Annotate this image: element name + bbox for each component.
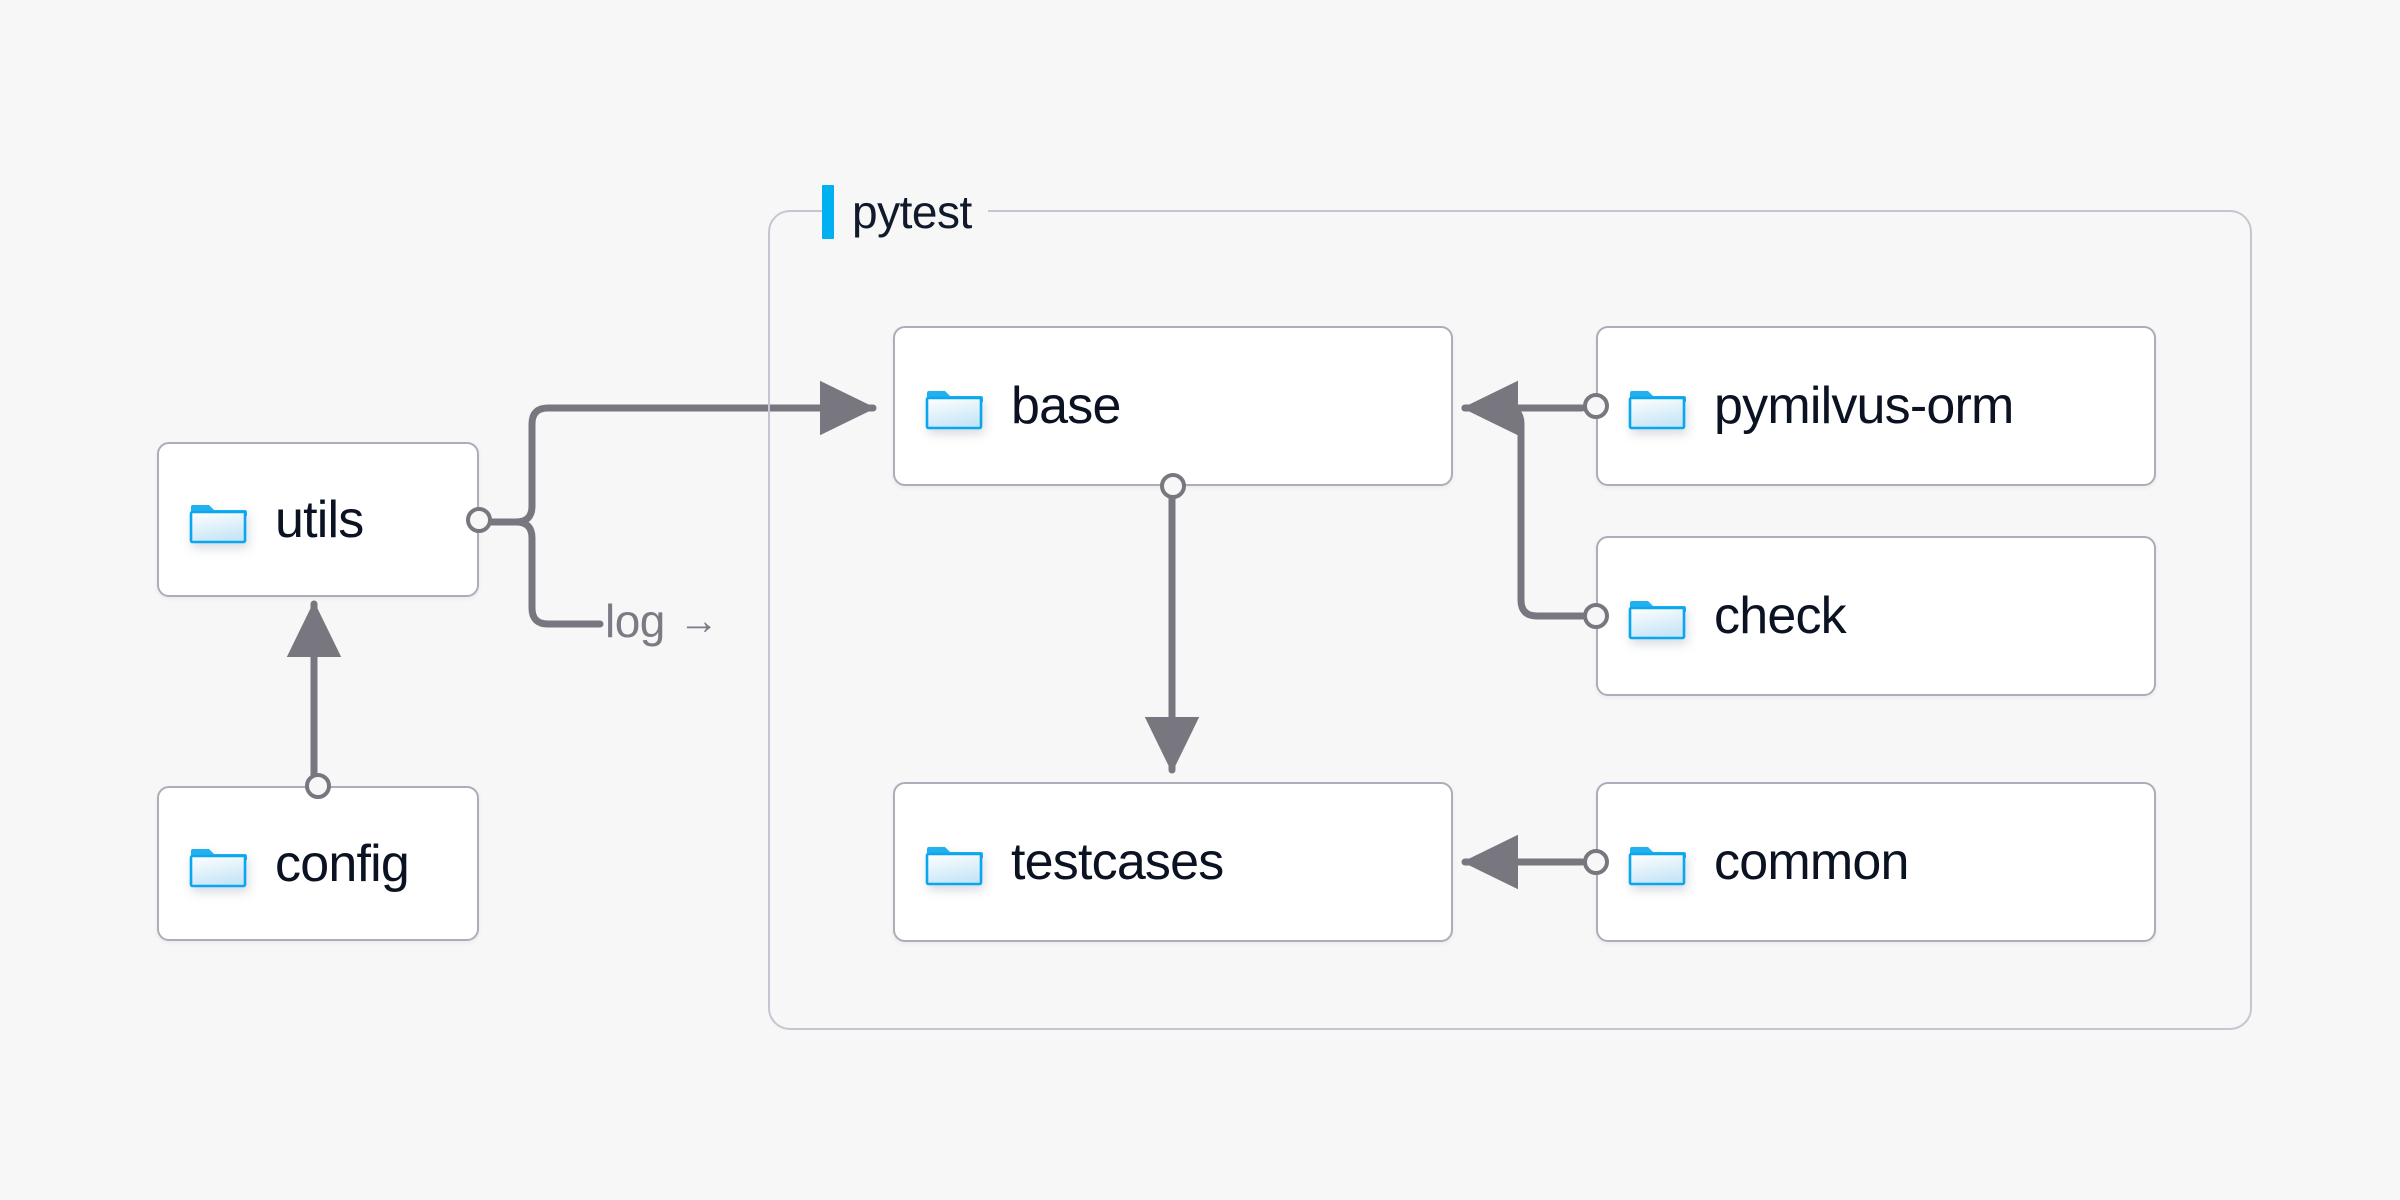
node-label-base: base (1011, 377, 1121, 435)
handle-utils-right[interactable] (466, 506, 492, 533)
folder-icon (1628, 592, 1686, 640)
folder-icon (189, 496, 247, 544)
handle-check-left[interactable] (1583, 603, 1609, 629)
folder-icon (925, 382, 983, 430)
folder-icon (1628, 838, 1686, 886)
node-label-common: common (1714, 833, 1909, 891)
arrow-right-icon: → (678, 599, 719, 643)
node-label-utils: utils (275, 490, 364, 549)
folder-icon (1628, 382, 1686, 430)
edge-label-log-text: log (605, 595, 665, 647)
group-label-pytest: pytest (822, 184, 988, 240)
node-base[interactable]: base (893, 326, 1453, 499)
node-common[interactable]: common (1583, 782, 2156, 942)
handle-pymilvus-orm-left[interactable] (1583, 393, 1609, 419)
node-label-testcases: testcases (1011, 833, 1224, 891)
node-config[interactable]: config (157, 773, 479, 941)
handle-config-top[interactable] (305, 773, 331, 799)
node-check[interactable]: check (1583, 536, 2156, 696)
node-utils[interactable]: utils (157, 442, 492, 597)
node-label-config: config (275, 834, 410, 893)
node-pymilvus-orm[interactable]: pymilvus-orm (1583, 326, 2156, 486)
folder-icon (925, 838, 983, 886)
node-testcases[interactable]: testcases (893, 782, 1453, 942)
node-label-pymilvus-orm: pymilvus-orm (1714, 377, 2014, 435)
node-label-check: check (1714, 587, 1847, 645)
handle-common-left[interactable] (1583, 849, 1609, 875)
group-accent-bar (822, 185, 834, 239)
folder-icon (189, 840, 247, 888)
group-label-text: pytest (852, 186, 972, 238)
edge-utils-log (482, 518, 604, 628)
handle-base-bottom[interactable] (1160, 473, 1186, 499)
group-container-pytest[interactable] (768, 210, 2252, 1030)
edge-label-log: log → (605, 595, 719, 647)
